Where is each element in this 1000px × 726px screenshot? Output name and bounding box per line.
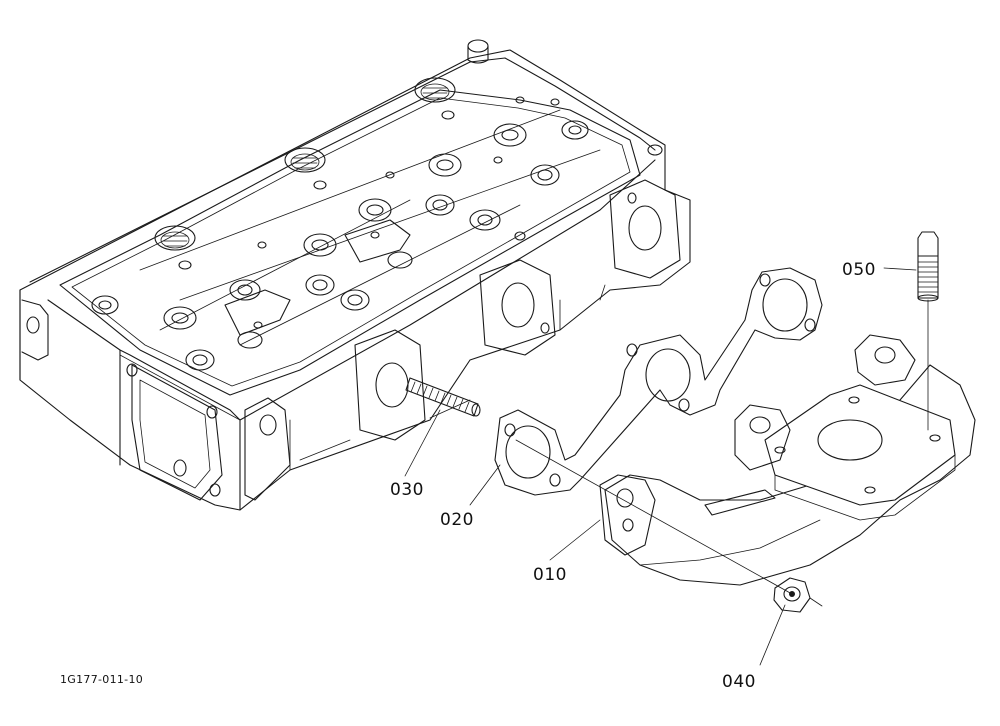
reference-code: 1G177-011-10 [60,673,143,686]
assembly-lines [515,299,929,595]
nut-040 [773,577,823,613]
callout-050: 050 [842,260,876,280]
leader-lines [404,267,917,666]
callout-010: 010 [533,565,567,585]
callout-020: 020 [440,510,474,530]
cylinder-head [19,39,691,511]
stud-050 [917,231,939,302]
exhaust-port-flanges [354,179,681,441]
stud-030 [405,377,481,417]
bolt-holes [178,39,663,329]
valve-seat-circles [91,120,589,371]
callout-040: 040 [722,672,756,692]
callout-030: 030 [390,480,424,500]
gasket-020 [494,267,823,496]
injector-bosses [154,77,456,251]
exhaust-manifold-010 [599,334,976,586]
